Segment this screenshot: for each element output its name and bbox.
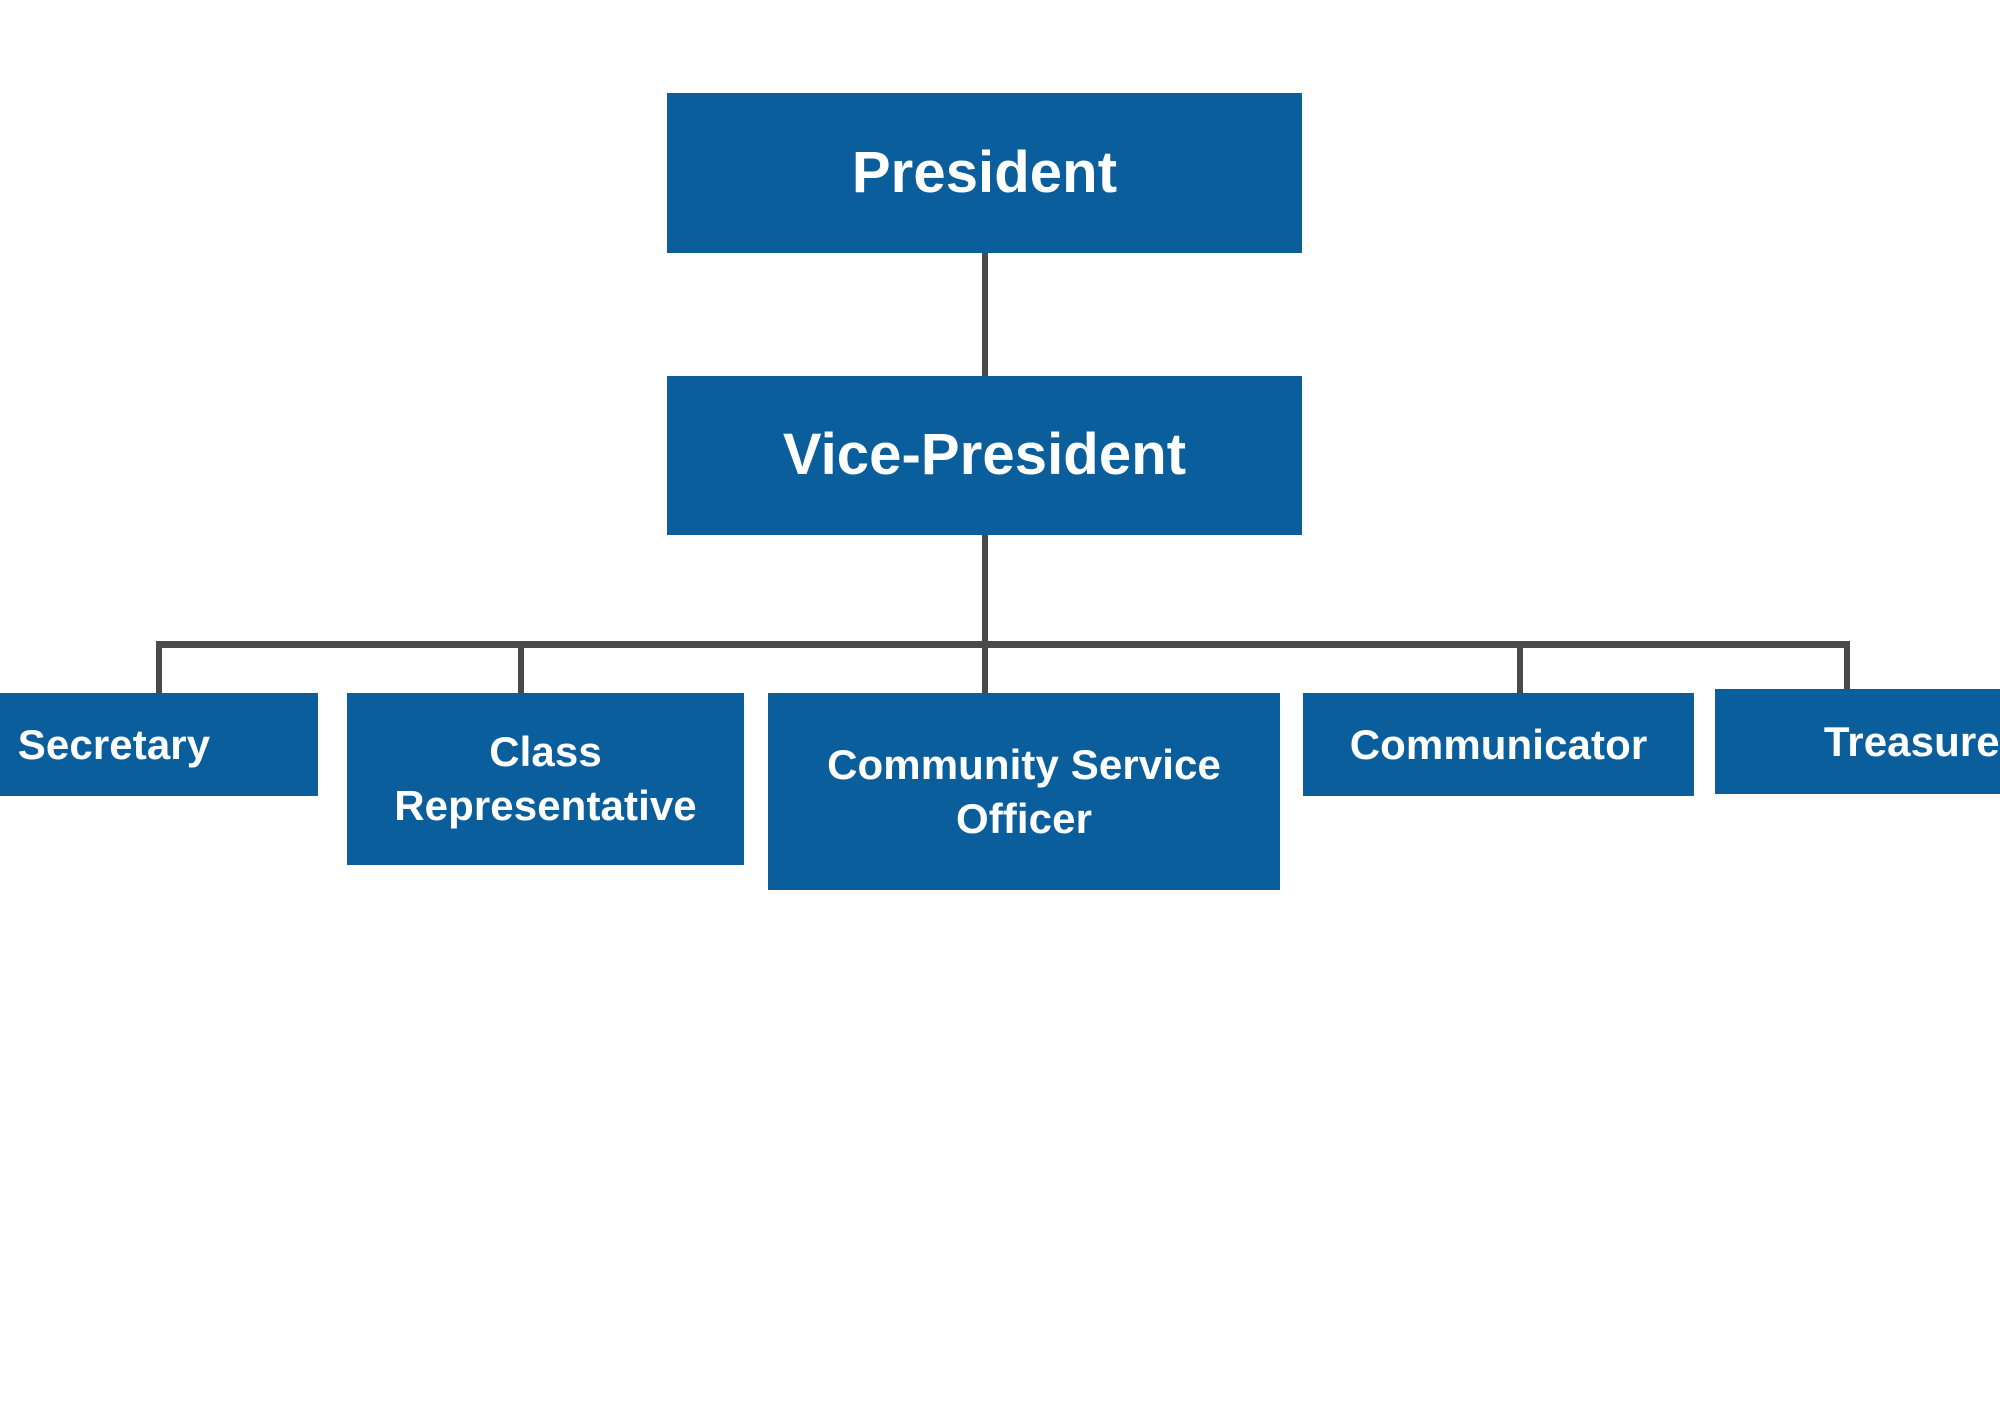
connector-drop-secretary (156, 645, 162, 697)
org-node-treasurer[interactable]: Treasurer (1715, 689, 2000, 794)
org-node-communicator-label: Communicator (1349, 720, 1648, 768)
org-node-class-representative-label: Class Representative (394, 728, 697, 829)
org-node-secretary[interactable]: Secretary (0, 693, 318, 796)
org-node-community-service-officer[interactable]: Community Service Officer (768, 693, 1280, 890)
org-node-treasurer-label: Treasurer (1823, 717, 2000, 765)
connector-president-to-vice-president (982, 253, 988, 376)
connector-vice-president-trunk (982, 535, 988, 647)
org-node-president[interactable]: President (667, 93, 1302, 253)
connector-horizontal-bus (156, 641, 1850, 648)
org-node-president-label: President (851, 139, 1118, 205)
connector-drop-community-service-officer (982, 645, 988, 697)
org-node-communicator[interactable]: Communicator (1303, 693, 1694, 796)
connector-drop-communicator (1517, 645, 1523, 697)
org-node-secretary-label: Secretary (17, 720, 211, 768)
connector-drop-class-representative (518, 645, 524, 697)
connector-drop-treasurer (1844, 645, 1850, 693)
org-node-community-service-officer-label: Community Service Officer (827, 740, 1221, 842)
org-node-class-representative[interactable]: Class Representative (347, 693, 744, 865)
org-node-vice-president[interactable]: Vice-President (667, 376, 1302, 535)
org-node-vice-president-label: Vice-President (782, 422, 1187, 488)
